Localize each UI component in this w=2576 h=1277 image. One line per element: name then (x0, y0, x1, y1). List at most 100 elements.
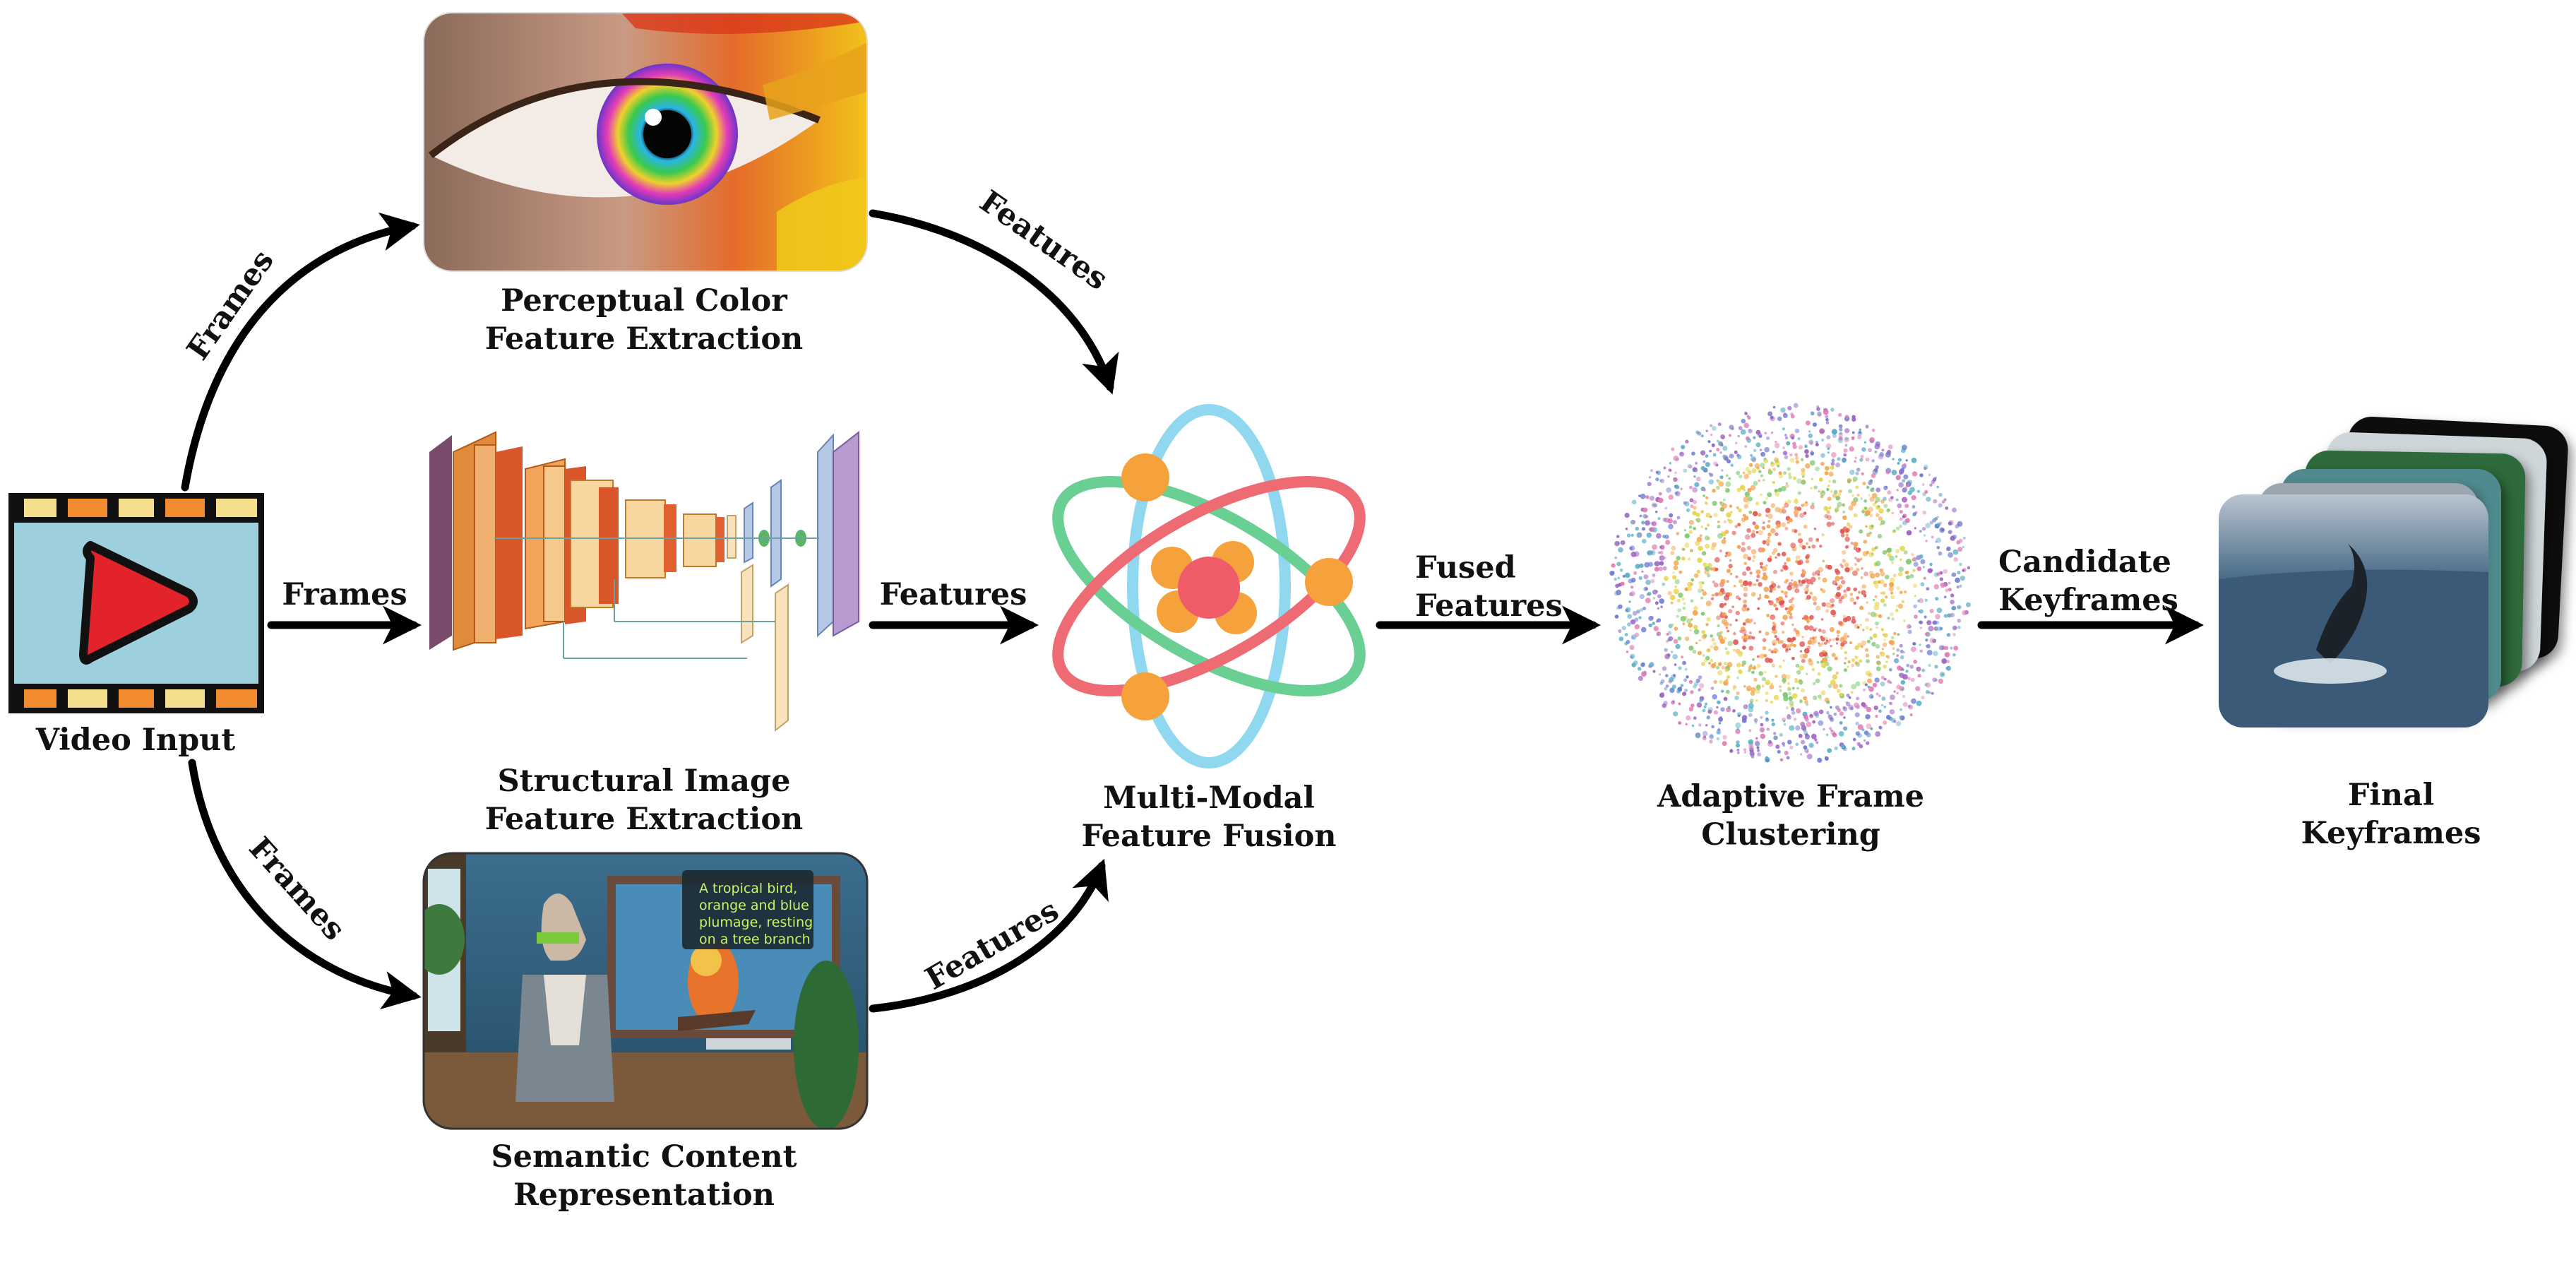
cluster-dot (1900, 679, 1906, 685)
cluster-dot (1803, 653, 1808, 659)
color-label-2: Feature Extraction (485, 321, 804, 357)
cluster-dot (1781, 674, 1787, 679)
cluster-dot (1867, 685, 1871, 689)
cluster-dot (1808, 433, 1813, 439)
cluster-dot (1687, 586, 1693, 592)
cluster-dot (1723, 696, 1728, 701)
cluster-dot (1710, 433, 1713, 436)
cluster-dot (1769, 684, 1775, 690)
cluster-dot (1866, 639, 1871, 643)
cluster-dot (1695, 641, 1698, 645)
cluster-dot (1767, 536, 1770, 539)
cluster-dot (1880, 681, 1885, 687)
cluster-dot (1946, 546, 1951, 552)
cluster-dot (1771, 639, 1777, 646)
cluster-dot (1855, 721, 1859, 725)
cluster-dot (1806, 721, 1812, 727)
cluster-dot (1945, 506, 1949, 510)
cluster-dot (1916, 489, 1921, 494)
cluster-dot (1712, 453, 1717, 457)
cluster-dot (1696, 569, 1700, 574)
cluster-dot (1707, 440, 1711, 444)
cluster-dot (1851, 619, 1856, 624)
cluster-dot (1957, 571, 1961, 575)
cluster-dot (1842, 510, 1846, 514)
candidate-label-1: Candidate (1998, 545, 2171, 580)
cluster-dot (1830, 706, 1832, 709)
cluster-dot (1874, 444, 1880, 450)
cluster-dot (1774, 443, 1780, 449)
cluster-dot (1897, 665, 1902, 671)
cluster-dot (1903, 463, 1907, 467)
cluster-dot (1848, 704, 1854, 711)
cluster-dot (1767, 513, 1773, 519)
cluster-dot (1809, 614, 1814, 620)
cluster-dot (1866, 425, 1868, 429)
cluster-dot (1717, 521, 1720, 523)
cluster-dot (1869, 628, 1873, 631)
cluster-dot (1811, 502, 1815, 506)
cluster-dot (1831, 603, 1835, 607)
cluster-dot (1767, 411, 1772, 417)
cluster-dot (1748, 706, 1754, 713)
cluster-dot (1766, 436, 1770, 440)
cluster-dot (1659, 561, 1664, 566)
cluster-dot (1736, 506, 1739, 509)
cluster-dot (1828, 471, 1834, 477)
cluster-dot (1645, 598, 1651, 604)
cluster-dot (1920, 559, 1926, 564)
cluster-dot (1684, 667, 1688, 671)
cluster-dot (1854, 460, 1856, 463)
cluster-dot (1843, 589, 1847, 593)
cluster-dot (1830, 598, 1835, 604)
cluster-dot (1837, 492, 1842, 497)
cluster-dot (1728, 564, 1733, 569)
cluster-dot (1630, 533, 1634, 537)
cluster-dot (1751, 756, 1754, 759)
cluster-dot (1962, 536, 1966, 540)
cluster-dot (1957, 618, 1962, 623)
cluster-dot (1670, 601, 1674, 605)
cluster-dot (1876, 513, 1880, 518)
cluster-dot (1642, 606, 1647, 611)
cluster-dot (1811, 571, 1816, 576)
cluster-dot (1838, 597, 1842, 602)
cluster-dot (1784, 595, 1788, 598)
cluster-dot (1791, 436, 1794, 440)
cluster-dot (1962, 610, 1967, 616)
cnn-architecture-image (429, 430, 859, 732)
cluster-dot (1844, 536, 1850, 542)
cluster-dot (1753, 449, 1757, 453)
cluster-dot (1780, 407, 1786, 413)
cluster-dot (1696, 702, 1703, 708)
cluster-dot (1881, 591, 1886, 595)
cluster-dot (1959, 562, 1962, 566)
cluster-dot (1796, 708, 1801, 714)
cluster-dot (1801, 545, 1806, 550)
cluster-dot (1662, 582, 1666, 586)
cluster-dot (1770, 503, 1776, 508)
cluster-dot (1759, 653, 1765, 659)
cluster-dot (1791, 528, 1796, 533)
cluster-dot (1630, 655, 1633, 659)
cluster-dot (1742, 513, 1746, 518)
cluster-dot (1885, 574, 1890, 580)
cluster-dot (1825, 421, 1830, 424)
cluster-dot (1740, 485, 1746, 490)
cluster-dot (1808, 660, 1814, 665)
cluster-dot (1743, 562, 1748, 566)
cluster-dot (1743, 497, 1749, 503)
cluster-dot (1751, 549, 1757, 554)
cluster-dot (1953, 646, 1959, 651)
cluster-dot (1791, 623, 1794, 626)
cluster-dot (1837, 708, 1841, 713)
cluster-dot (1787, 691, 1792, 696)
cluster-dot (1658, 497, 1664, 504)
cluster-dot (1945, 652, 1950, 658)
cluster-dot (1936, 523, 1941, 527)
cluster-dot (1775, 491, 1780, 497)
cluster-dot (1827, 447, 1830, 451)
cluster-dot (1735, 595, 1740, 600)
cluster-dot (1710, 545, 1715, 551)
cluster-dot (1803, 586, 1809, 593)
